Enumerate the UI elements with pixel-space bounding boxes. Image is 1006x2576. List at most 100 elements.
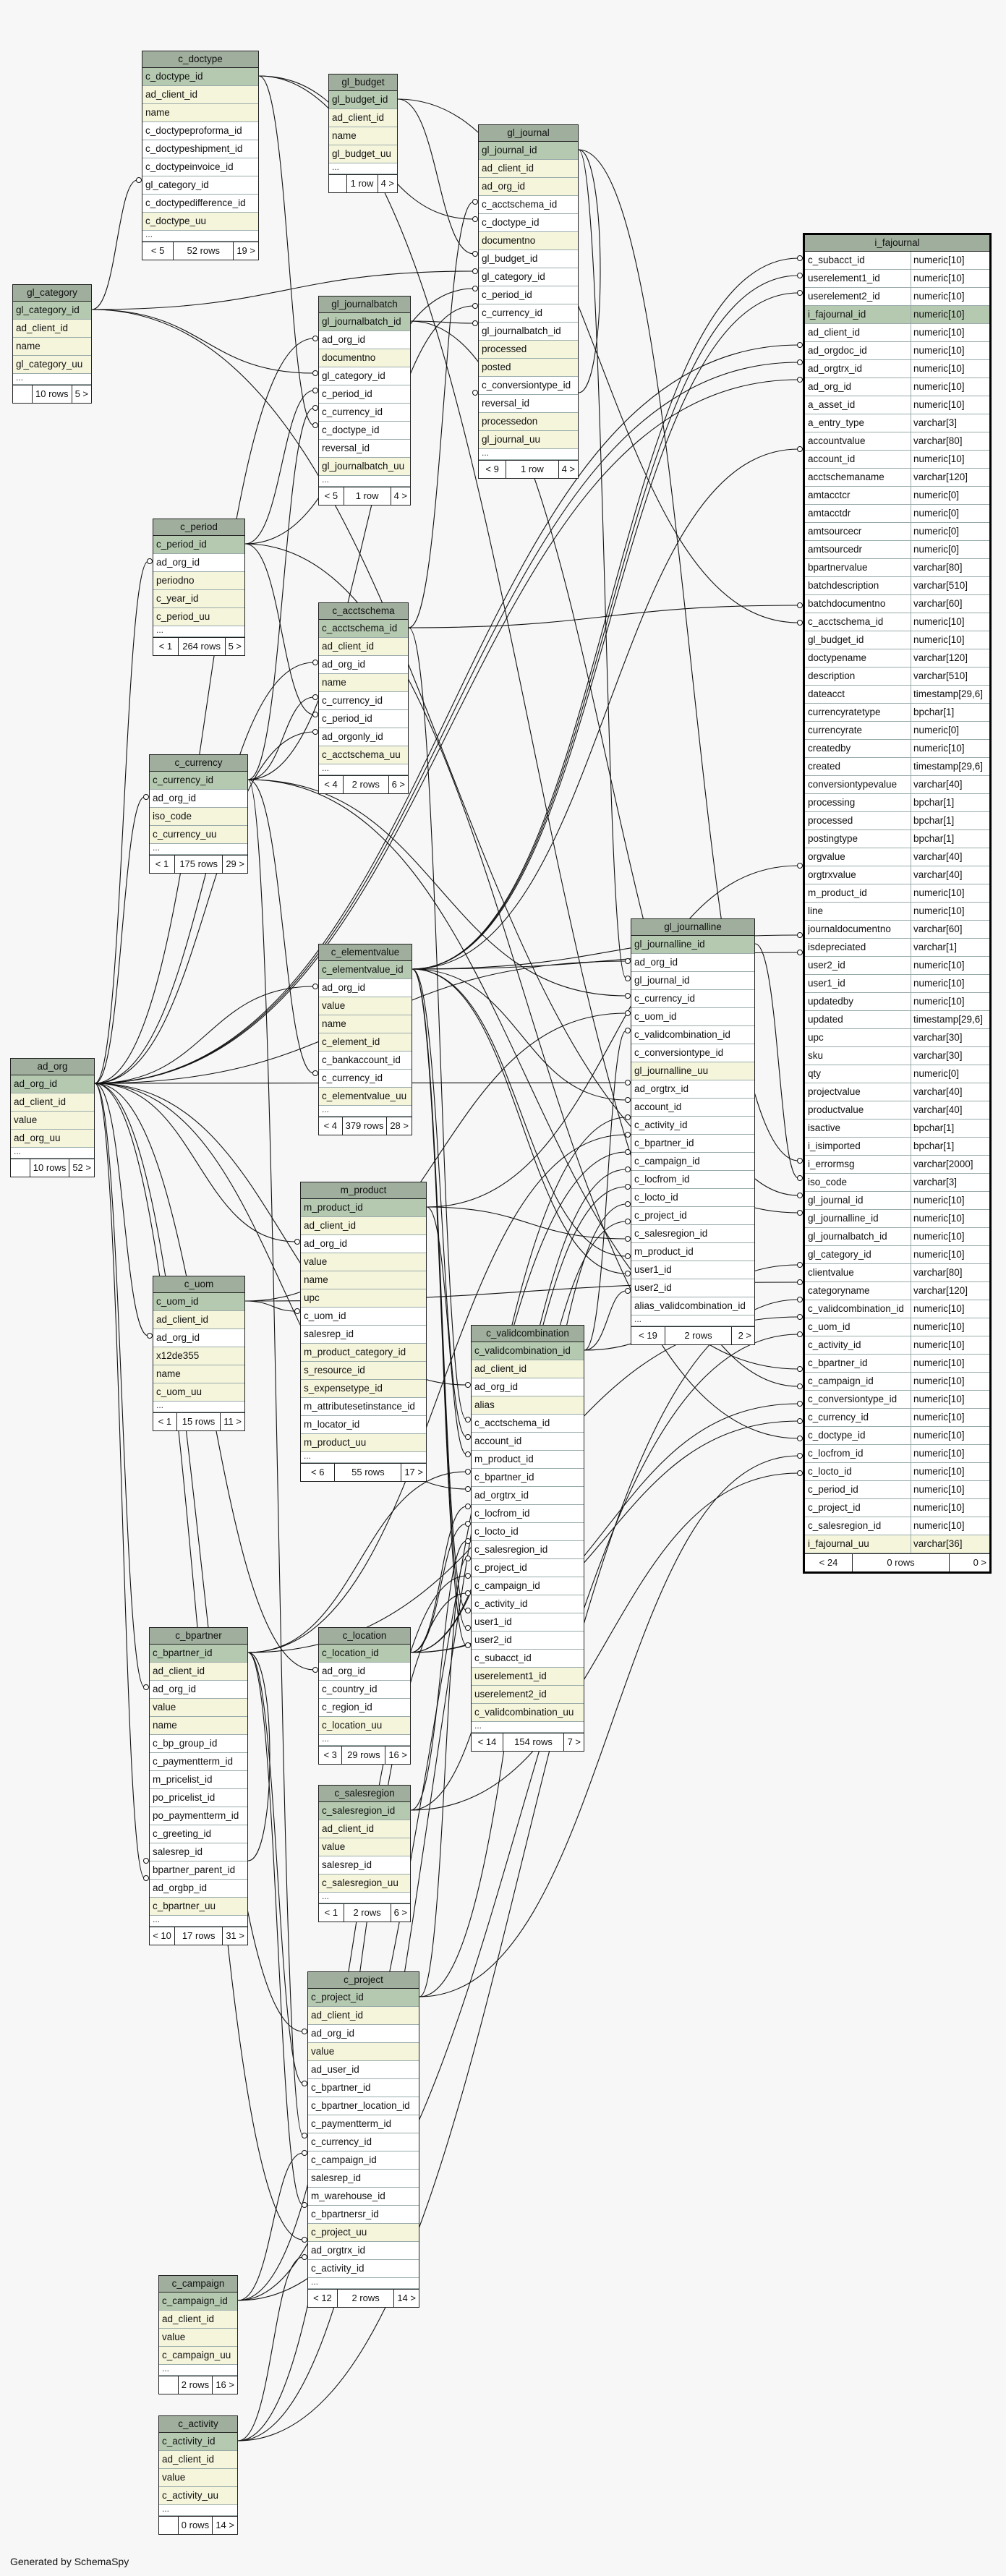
row-count[interactable]: 379 rows — [343, 1117, 388, 1135]
column-row[interactable]: c_activity_uu — [159, 2487, 237, 2505]
column-row[interactable]: c_locto_id — [631, 1189, 754, 1207]
column-row[interactable]: c_element_id — [319, 1033, 412, 1052]
row-count[interactable]: 1 row — [344, 487, 391, 505]
column-row[interactable]: ad_client_id — [11, 1093, 94, 1112]
column-row[interactable]: m_product_id — [472, 1451, 584, 1469]
column-row[interactable]: po_paymentterm_id — [150, 1807, 247, 1825]
row-count[interactable]: 10 rows — [30, 1159, 70, 1177]
column-row[interactable]: ad_org_id — [319, 331, 410, 349]
row-count[interactable]: 175 rows — [175, 856, 223, 873]
row-count[interactable]: 0 rows — [853, 1554, 950, 1571]
children-count[interactable]: 19 > — [236, 245, 255, 256]
children-count[interactable]: 4 > — [393, 490, 407, 501]
column-row[interactable]: c_doctypeshipment_id — [142, 140, 258, 158]
column-row[interactable]: c_acctschema_id — [319, 620, 408, 638]
column-row[interactable]: gl_journal_uu — [479, 431, 578, 449]
column-row[interactable]: ad_client_id — [472, 1360, 584, 1378]
column-row[interactable]: c_bp_group_id — [150, 1735, 247, 1753]
table-title[interactable]: c_validcombination — [472, 1326, 584, 1342]
children-count[interactable]: 5 > — [228, 641, 242, 652]
column-row[interactable]: c_salesregion_id — [472, 1541, 584, 1559]
table-title[interactable]: c_project — [308, 1972, 419, 1989]
column-row[interactable]: gl_category_id — [13, 302, 91, 320]
column-row[interactable]: ad_user_id — [308, 2061, 419, 2079]
column-row[interactable]: c_doctype_uu — [142, 213, 258, 231]
column-row[interactable]: s_expensetype_id — [301, 1380, 426, 1398]
column-row[interactable]: user1_id — [472, 1613, 584, 1632]
table-title[interactable]: c_doctype — [142, 51, 258, 68]
children-count[interactable]: 14 > — [397, 2293, 416, 2303]
row-count[interactable]: 2 rows — [344, 1904, 391, 1922]
column-row[interactable]: c_campaign_uu — [159, 2347, 237, 2365]
column-row[interactable]: c_currency_id — [150, 772, 247, 790]
parents-count[interactable] — [11, 1159, 30, 1177]
column-row[interactable]: c_bpartner_id — [631, 1135, 754, 1153]
column-row[interactable]: c_project_id — [308, 1989, 419, 2007]
column-row[interactable]: ad_client_id — [319, 638, 408, 656]
table-title[interactable]: c_activity — [159, 2416, 237, 2433]
column-row[interactable]: c_period_id — [319, 385, 410, 404]
column-row[interactable]: ad_orgtrx_id — [631, 1080, 754, 1099]
column-row[interactable]: userelement1_id — [472, 1668, 584, 1686]
column-row[interactable]: ad_org_id — [150, 1681, 247, 1699]
row-count[interactable]: 1 row — [347, 175, 378, 192]
column-row[interactable]: value — [308, 2043, 419, 2061]
children-count[interactable]: 5 > — [74, 388, 88, 399]
column-row[interactable]: c_period_id — [319, 710, 408, 728]
parents-count[interactable] — [159, 2517, 179, 2534]
column-row[interactable]: gl_budget_id — [329, 91, 397, 109]
column-row[interactable]: c_campaign_id — [472, 1577, 584, 1595]
column-row[interactable]: ad_client_id — [13, 320, 91, 338]
column-row[interactable]: name — [13, 338, 91, 356]
column-row[interactable]: name — [329, 127, 397, 145]
column-row[interactable]: salesrep_id — [150, 1843, 247, 1861]
parents-count[interactable] — [329, 175, 347, 192]
parents-count[interactable]: < 5 — [319, 487, 344, 505]
children-count[interactable]: 2 > — [738, 1330, 751, 1341]
children-count[interactable]: 31 > — [226, 1930, 244, 1941]
column-row[interactable]: gl_journal_id — [631, 972, 754, 990]
column-row[interactable]: ad_orgtrx_id — [308, 2242, 419, 2260]
table-title[interactable]: c_salesregion — [319, 1786, 410, 1802]
column-row[interactable]: documentno — [479, 232, 578, 250]
column-row[interactable]: ad_client_id — [150, 1663, 247, 1681]
column-row[interactable]: user2_id — [472, 1632, 584, 1650]
column-row[interactable]: user1_id — [631, 1261, 754, 1279]
parents-count[interactable]: < 1 — [150, 856, 176, 873]
column-row[interactable]: c_country_id — [319, 1681, 410, 1699]
column-row[interactable]: c_currency_id — [319, 692, 408, 710]
parents-count[interactable]: < 3 — [319, 1747, 343, 1764]
children-count[interactable]: 29 > — [226, 858, 244, 869]
column-row[interactable]: alias_validcombination_id — [631, 1297, 754, 1315]
parents-count[interactable]: < 1 — [153, 1413, 177, 1430]
